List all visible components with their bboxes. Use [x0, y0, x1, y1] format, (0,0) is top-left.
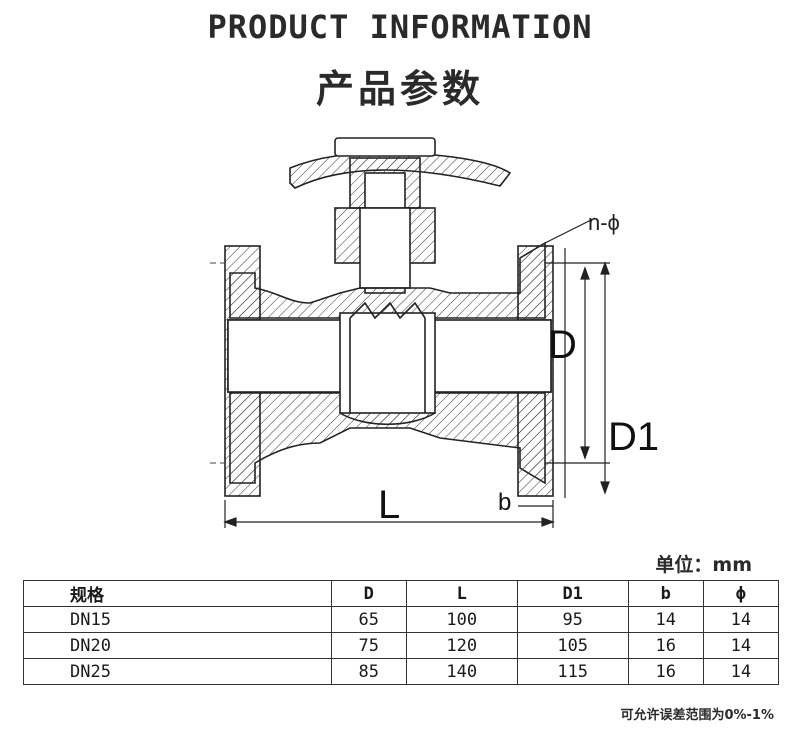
header-b: b [627, 580, 704, 607]
header-d1: D1 [516, 580, 629, 607]
label-b: b [498, 489, 511, 516]
unit-label: 单位：mm [655, 554, 752, 576]
cell-phi: 14 [702, 606, 780, 633]
cell-spec: DN15 [23, 606, 332, 633]
header-d: D [330, 580, 407, 607]
header-phi: ϕ [702, 580, 780, 607]
cell-spec: DN20 [23, 632, 332, 659]
table-row: DN20 75 120 105 16 14 [23, 632, 780, 659]
label-D1: D1 [608, 415, 659, 459]
cell-phi: 14 [702, 658, 780, 685]
cell-b: 14 [627, 606, 704, 633]
cell-d1: 105 [516, 632, 629, 659]
cell-spec: DN25 [23, 658, 332, 685]
tolerance-note: 可允许误差范围为0%-1% [620, 708, 774, 723]
cell-l: 100 [405, 606, 518, 633]
table-header-row: 规格 D L D1 b ϕ [23, 580, 780, 607]
title-chinese: 产品参数 [315, 67, 484, 111]
cell-d1: 95 [516, 606, 629, 633]
cell-phi: 14 [702, 632, 780, 659]
header-spec: 规格 [23, 580, 332, 607]
cell-d: 65 [330, 606, 407, 633]
valve-technical-drawing: n-ϕ D D1 L b [210, 137, 659, 528]
cell-l: 120 [405, 632, 518, 659]
cell-d1: 115 [516, 658, 629, 685]
table-row: DN15 65 100 95 14 14 [23, 606, 780, 633]
cell-d: 75 [330, 632, 407, 659]
spec-table: 规格 D L D1 b ϕ DN15 65 100 95 14 14 DN20 … [23, 580, 780, 685]
cell-b: 16 [627, 658, 704, 685]
cell-l: 140 [405, 658, 518, 685]
header-l: L [405, 580, 518, 607]
label-n-phi: n-ϕ [588, 210, 620, 235]
cell-b: 16 [627, 632, 704, 659]
valve-ball [339, 312, 436, 414]
title-english: PRODUCT INFORMATION [207, 8, 593, 46]
cell-d: 85 [330, 658, 407, 685]
table-row: DN25 85 140 115 16 14 [23, 658, 780, 685]
label-D: D [548, 323, 577, 367]
label-L: L [378, 483, 400, 527]
